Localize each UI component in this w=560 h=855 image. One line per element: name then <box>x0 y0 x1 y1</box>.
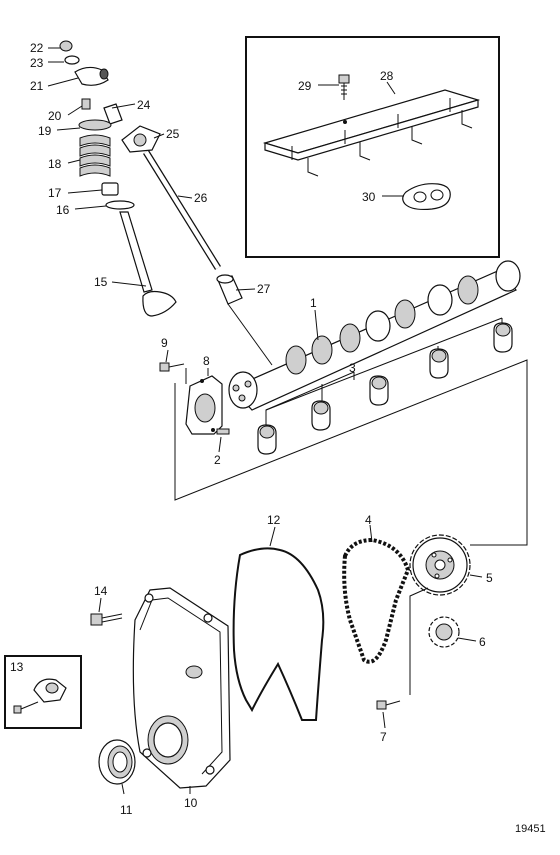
thrust-plate-part <box>185 375 223 435</box>
cam-sprocket-part <box>409 534 483 596</box>
cam-bearings-part <box>257 322 513 455</box>
bolt-7-part <box>376 587 429 729</box>
callout-8: 8 <box>203 354 210 368</box>
leader-lines-valve <box>47 47 273 366</box>
callout-labels: 1 2 3 4 5 6 7 8 9 10 11 12 13 14 15 16 1… <box>10 41 546 835</box>
callout-27: 27 <box>257 282 271 296</box>
callout-25: 25 <box>166 127 180 141</box>
crank-seal-part <box>98 739 136 795</box>
callout-29: 29 <box>298 79 312 93</box>
callout-20: 20 <box>48 109 62 123</box>
callout-26: 26 <box>194 191 208 205</box>
callout-6: 6 <box>479 635 486 649</box>
timing-cover-part <box>132 587 231 794</box>
callout-28: 28 <box>380 69 394 83</box>
bolt-part <box>338 74 350 100</box>
callout-24: 24 <box>137 98 151 112</box>
crank-sprocket-part <box>428 616 477 648</box>
valve-part <box>119 211 177 317</box>
reference-number: 19451 <box>515 823 546 835</box>
callout-11: 11 <box>120 803 133 817</box>
dowel-pin-part <box>216 428 230 435</box>
callout-5: 5 <box>486 571 493 585</box>
callout-7: 7 <box>380 730 387 744</box>
callout-12: 12 <box>267 513 281 527</box>
callout-19: 19 <box>38 124 52 138</box>
callout-14: 14 <box>94 584 108 598</box>
callout-21: 21 <box>30 79 44 93</box>
callout-2: 2 <box>214 453 221 467</box>
bolt-9-part <box>159 362 185 372</box>
inset-box-rocker-rail <box>245 36 500 258</box>
rocker-pivot-part <box>121 125 161 153</box>
valve-train-group <box>59 40 243 317</box>
callout-10: 10 <box>184 796 198 810</box>
callout-22: 22 <box>30 41 44 55</box>
callout-1: 1 <box>310 296 317 310</box>
callout-30: 30 <box>362 190 376 204</box>
rocker-rail-part <box>262 89 481 177</box>
leader-lines-cam <box>165 309 319 453</box>
callout-17: 17 <box>48 186 62 200</box>
timing-chain-part <box>342 524 411 664</box>
timing-cover-gasket-part <box>232 526 325 721</box>
callout-23: 23 <box>30 56 44 70</box>
gasket-part <box>402 183 451 211</box>
camshaft-part <box>228 260 521 411</box>
callout-18: 18 <box>48 157 62 171</box>
callout-16: 16 <box>56 203 70 217</box>
callout-13: 13 <box>10 660 24 674</box>
callout-3: 3 <box>349 361 356 375</box>
bolt-14-part <box>90 597 123 626</box>
callout-4: 4 <box>365 513 372 527</box>
valve-spring-part <box>78 119 112 177</box>
callout-15: 15 <box>94 275 108 289</box>
inset-box-sensor <box>4 655 82 729</box>
callout-9: 9 <box>161 336 168 350</box>
